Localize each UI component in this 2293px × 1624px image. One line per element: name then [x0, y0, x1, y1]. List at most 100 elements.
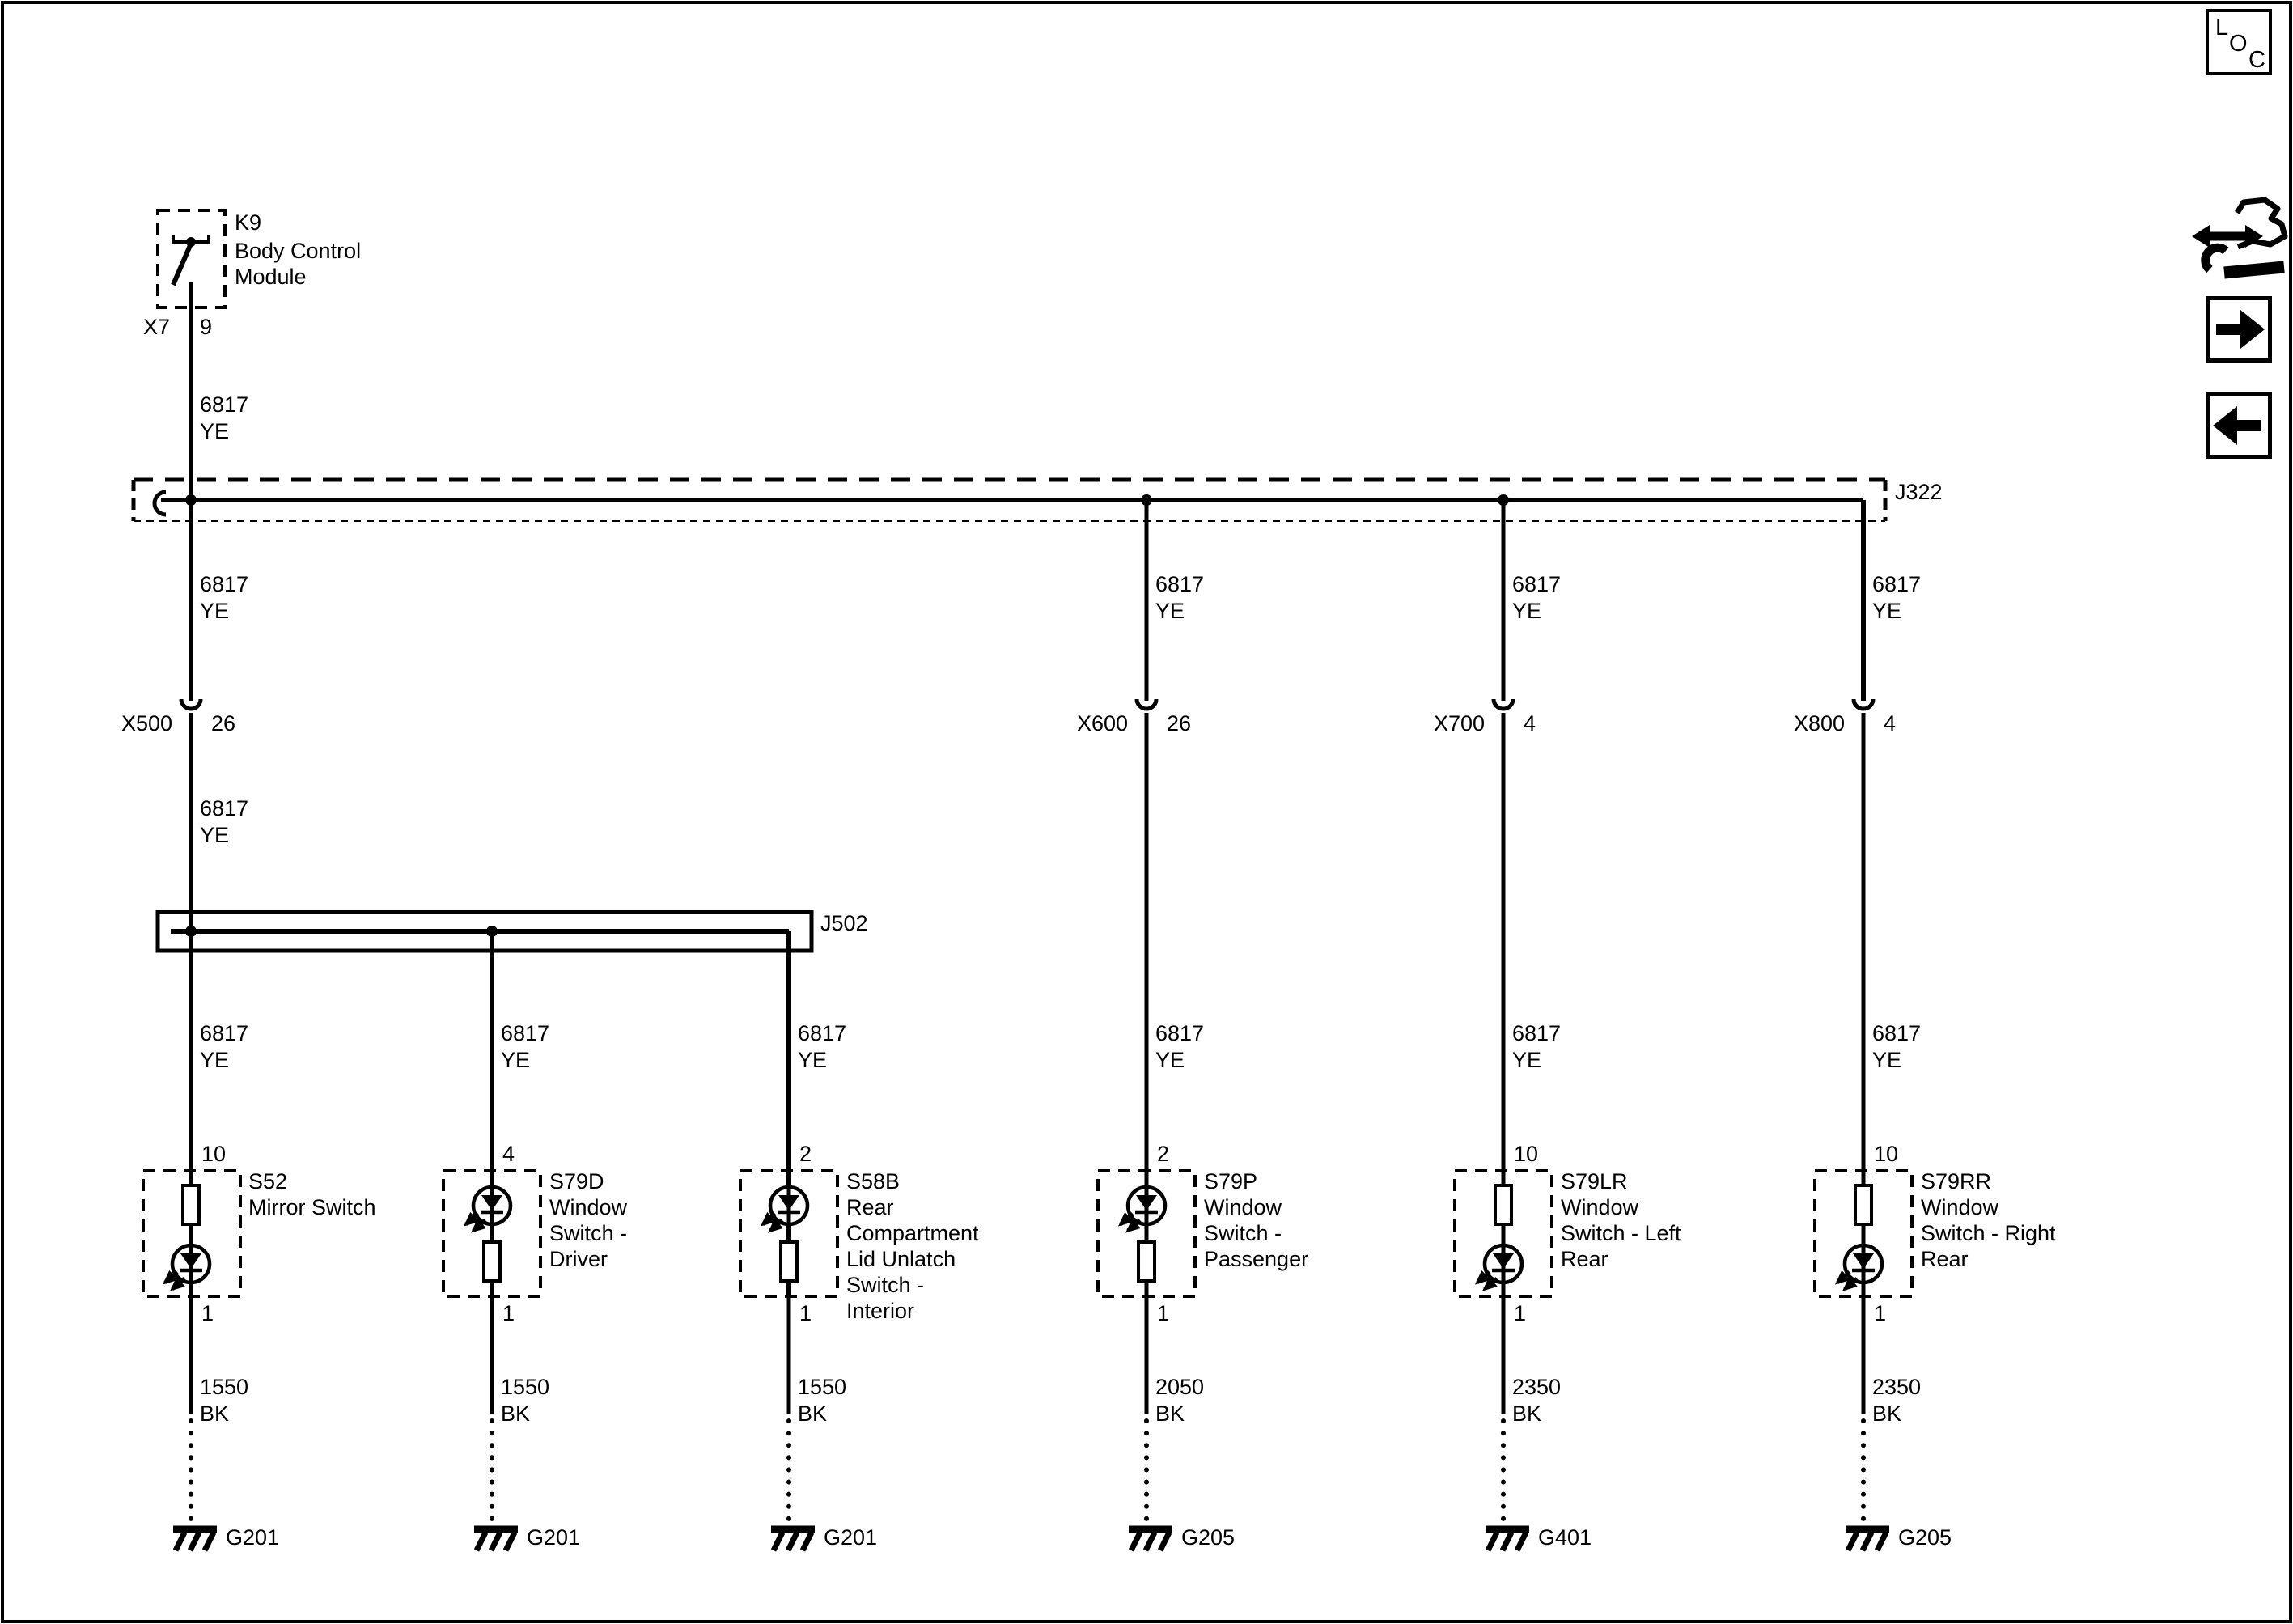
previous-page-button[interactable] [2206, 392, 2272, 459]
col6-wire1-circuit: 6817 [1872, 572, 1922, 596]
col4-wire2-color: YE [1155, 1048, 1185, 1072]
col6-wire3-circuit: 2350 [1872, 1375, 1922, 1399]
s79p-name3: Passenger [1204, 1247, 1309, 1271]
s79rr-name2: Switch - Right [1921, 1221, 2056, 1245]
col5-wire2-color: YE [1512, 1048, 1542, 1072]
next-page-button[interactable] [2206, 296, 2272, 363]
x600-label: X600 [1077, 711, 1129, 736]
s79d-led [463, 1185, 513, 1233]
s79rr-pin-bottom: 1 [1874, 1301, 1887, 1325]
ground-g401 [1485, 1525, 1529, 1552]
junction-dot [486, 926, 498, 937]
s58b-pin-top: 2 [799, 1142, 812, 1166]
s79rr-name3: Rear [1921, 1247, 1969, 1271]
s79lr-resistor [1494, 1184, 1513, 1226]
s79lr-led [1474, 1243, 1524, 1291]
x700-label: X700 [1434, 711, 1486, 736]
inline-connectors [179, 698, 1876, 711]
s79p-name2: Switch - [1204, 1221, 1282, 1245]
loc-letter-o: O [2229, 31, 2248, 57]
col5-wire3-color: BK [1512, 1401, 1542, 1426]
k9-designator: K9 [235, 210, 262, 235]
ground-label-6: G205 [1898, 1525, 1952, 1550]
s52-led [162, 1243, 212, 1291]
s58b-led [760, 1185, 810, 1233]
col6-wire2-color: YE [1872, 1048, 1902, 1072]
ground-label-2: G201 [527, 1525, 581, 1550]
s79p-name1: Window [1204, 1195, 1282, 1219]
s58b-name2: Compartment [846, 1221, 979, 1245]
s58b-pin-bottom: 1 [799, 1301, 812, 1325]
k9-body-control-module [156, 209, 227, 309]
s79lr-name1: Window [1561, 1195, 1639, 1219]
s79lr-name2: Switch - Left [1561, 1221, 1681, 1245]
s58b-name1: Rear [846, 1195, 894, 1219]
junction-dot [1141, 494, 1152, 506]
x500-pin: 26 [211, 711, 236, 736]
x500-label: X500 [121, 711, 173, 736]
left-arrow-icon [2213, 406, 2261, 445]
col1-wire5-circuit: 1550 [200, 1375, 249, 1399]
s79rr-name1: Window [1921, 1195, 1999, 1219]
s79rr-box [1813, 1169, 1914, 1298]
x800-label: X800 [1794, 711, 1846, 736]
wire-6817-1-circuit: 6817 [200, 392, 249, 417]
s79d-designator: S79D [549, 1169, 604, 1194]
s79d-pin-bottom: 1 [502, 1301, 515, 1325]
junction-dot [1498, 494, 1509, 506]
j322-splice-pack [131, 477, 1888, 522]
s52-resistor [181, 1184, 201, 1226]
s58b-resistor [779, 1240, 799, 1283]
k9-connector: X7 [143, 315, 171, 339]
wrench-double-arrow-icon[interactable] [2187, 194, 2293, 291]
s58b-name5: Interior [846, 1299, 915, 1323]
led-symbols [162, 1185, 1884, 1291]
j322-terminal-cup [152, 490, 167, 517]
col6-wire2-circuit: 6817 [1872, 1021, 1922, 1045]
s52-name: Mirror Switch [248, 1195, 376, 1219]
s79lr-designator: S79LR [1561, 1169, 1628, 1194]
col1-wire2-circuit: 6817 [200, 572, 249, 596]
s79lr-pin-top: 10 [1514, 1142, 1539, 1166]
col1-wire3-color: YE [200, 823, 230, 847]
s58b-name3: Lid Unlatch [846, 1247, 956, 1271]
x600-pin: 26 [1167, 711, 1192, 736]
ground-symbols [172, 1525, 1889, 1552]
junction-dot [185, 926, 197, 937]
col2-wire1-color: YE [501, 1048, 531, 1072]
s79p-resistor [1137, 1240, 1156, 1283]
col2-wire2-circuit: 1550 [501, 1375, 550, 1399]
ground-g205-1 [1128, 1525, 1172, 1552]
s79d-name3: Driver [549, 1247, 608, 1271]
col4-wire1-color: YE [1155, 599, 1185, 623]
loc-letter-c: C [2248, 47, 2265, 73]
x700-connector-cup [1491, 698, 1515, 711]
col5-wire1-circuit: 6817 [1512, 572, 1562, 596]
ground-g205-2 [1845, 1525, 1889, 1552]
s79d-resistor [482, 1240, 502, 1283]
ground-label-3: G201 [824, 1525, 878, 1550]
s79d-pin-top: 4 [502, 1142, 515, 1166]
s79p-led [1117, 1185, 1168, 1233]
wires [161, 307, 1866, 1529]
s79p-designator: S79P [1204, 1169, 1258, 1194]
col6-wire3-color: BK [1872, 1401, 1902, 1426]
col1-wire5-color: BK [200, 1401, 230, 1426]
col3-wire1-color: YE [798, 1048, 828, 1072]
col2-wire2-color: BK [501, 1401, 531, 1426]
j502-label: J502 [820, 911, 868, 935]
wire-6817-1-color: YE [200, 419, 230, 443]
s79lr-name3: Rear [1561, 1247, 1608, 1271]
s79d-name2: Switch - [549, 1221, 628, 1245]
col5-wire3-circuit: 2350 [1512, 1375, 1562, 1399]
loc-badge[interactable]: L O C [2206, 9, 2272, 75]
s52-pin-bottom: 1 [201, 1301, 214, 1325]
s58b-box [739, 1169, 839, 1298]
ground-g201-2 [473, 1525, 518, 1552]
s79rr-pin-top: 10 [1874, 1142, 1899, 1166]
s79p-pin-bottom: 1 [1157, 1301, 1170, 1325]
col1-wire2-color: YE [200, 599, 230, 623]
